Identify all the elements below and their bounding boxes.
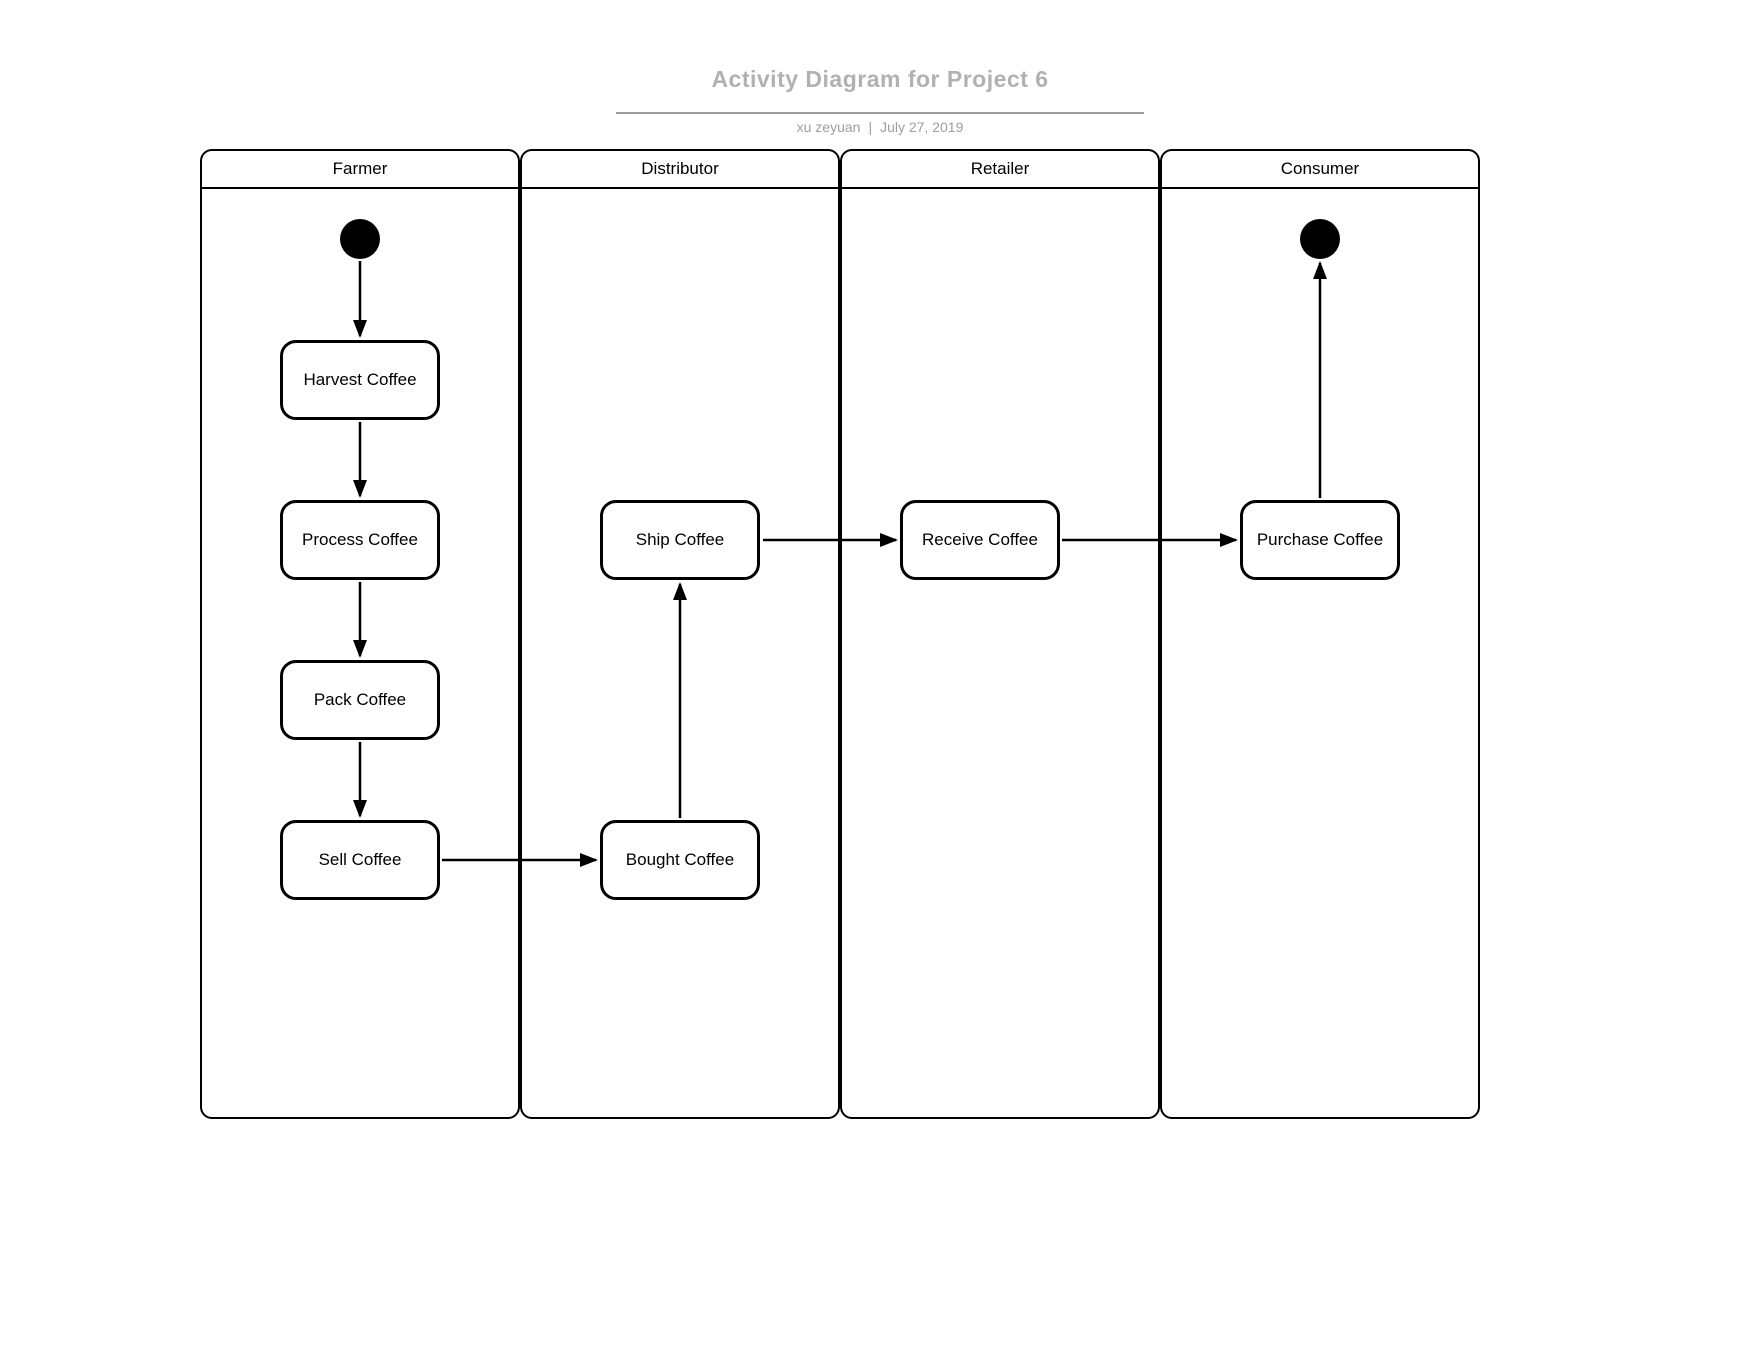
- lane-label: Distributor: [641, 159, 719, 178]
- node-label: Process Coffee: [302, 530, 418, 549]
- node-label: Receive Coffee: [922, 530, 1038, 549]
- swimlane-distributor: Distributor: [520, 149, 840, 1119]
- activity-node-purchase-coffee: Purchase Coffee: [1240, 500, 1400, 580]
- diagram-date: July 27, 2019: [880, 119, 964, 135]
- swimlane-farmer: Farmer: [200, 149, 520, 1119]
- node-label: Purchase Coffee: [1256, 530, 1384, 549]
- swimlane-retailer: Retailer: [840, 149, 1160, 1119]
- node-label: Bought Coffee: [625, 850, 735, 869]
- final-node-icon: [1300, 219, 1340, 259]
- lane-label: Farmer: [332, 159, 388, 178]
- activity-node-harvest-coffee: Harvest Coffee: [280, 340, 440, 420]
- lane-label: Consumer: [1280, 159, 1360, 178]
- initial-node-icon: [340, 219, 380, 259]
- node-label: Ship Coffee: [635, 530, 725, 549]
- lane-header-consumer: Consumer: [1162, 151, 1478, 189]
- title-underline: [616, 112, 1144, 114]
- lane-header-distributor: Distributor: [522, 151, 838, 189]
- activity-node-ship-coffee: Ship Coffee: [600, 500, 760, 580]
- author-name: xu zeyuan: [796, 119, 861, 135]
- diagram-subtitle: xu zeyuan | July 27, 2019: [0, 119, 1760, 135]
- activity-node-pack-coffee: Pack Coffee: [280, 660, 440, 740]
- activity-node-sell-coffee: Sell Coffee: [280, 820, 440, 900]
- activity-node-bought-coffee: Bought Coffee: [600, 820, 760, 900]
- activity-node-process-coffee: Process Coffee: [280, 500, 440, 580]
- activity-node-receive-coffee: Receive Coffee: [900, 500, 1060, 580]
- subtitle-separator: |: [868, 119, 873, 135]
- swimlane-consumer: Consumer: [1160, 149, 1480, 1119]
- node-label: Sell Coffee: [318, 850, 402, 869]
- node-label: Pack Coffee: [313, 690, 407, 709]
- node-label: Harvest Coffee: [303, 370, 417, 389]
- lane-header-farmer: Farmer: [202, 151, 518, 189]
- lane-header-retailer: Retailer: [842, 151, 1158, 189]
- lane-label: Retailer: [970, 159, 1030, 178]
- diagram-title: Activity Diagram for Project 6: [711, 66, 1049, 92]
